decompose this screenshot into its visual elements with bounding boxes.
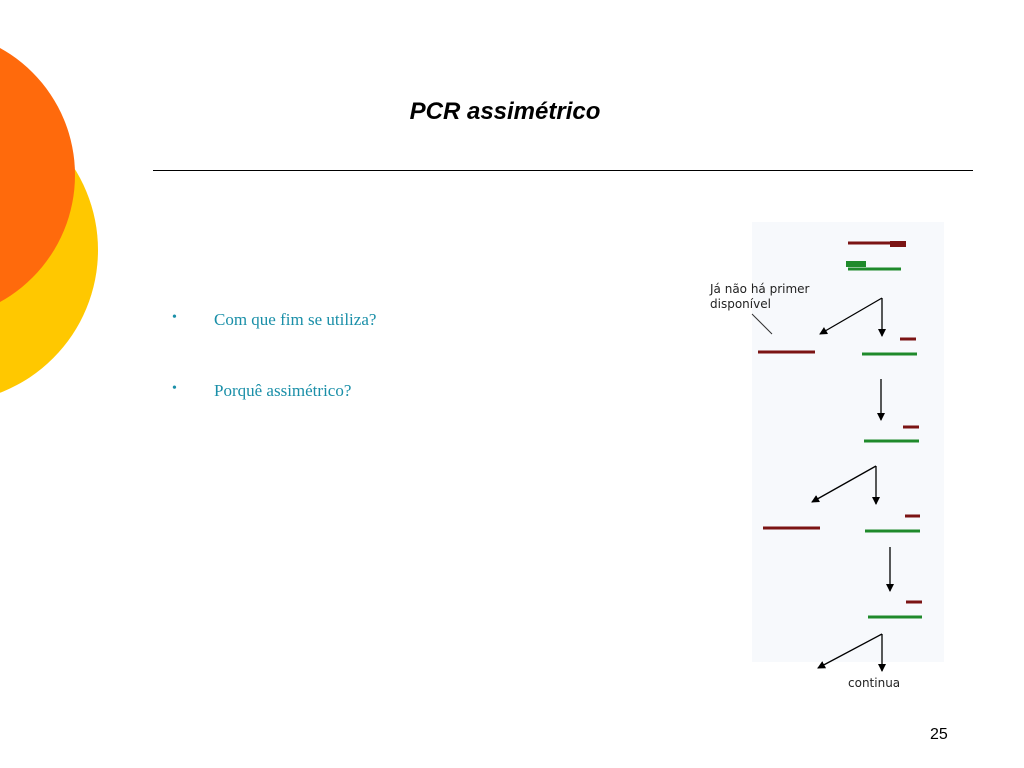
- slide-title: PCR assimétrico: [409, 98, 601, 125]
- annotation-label: disponível: [710, 297, 771, 311]
- continue-label: continua: [848, 676, 900, 690]
- orange-circle: [0, 48, 75, 302]
- bullet-text: Porquê assimétrico?: [214, 381, 352, 400]
- bullet-dot-icon: •: [172, 381, 177, 396]
- title-divider: [153, 170, 973, 171]
- split-arrows: [811, 465, 880, 505]
- bullet-dot-icon: •: [172, 310, 177, 325]
- strand-pair: [862, 337, 917, 356]
- strand-pair: [865, 514, 920, 533]
- annotation-pointer: [751, 313, 773, 335]
- strand-pair: [864, 425, 919, 443]
- bullet-item: • Com que fim se utiliza?: [172, 310, 376, 381]
- bullet-text: Com que fim se utiliza?: [214, 310, 377, 329]
- decorative-circles: [0, 48, 98, 393]
- split-arrows: [819, 297, 886, 337]
- bullet-list: • Com que fim se utiliza? • Porquê assim…: [172, 310, 376, 452]
- strand-pair: [868, 600, 922, 619]
- split-arrows: [817, 633, 886, 672]
- bullet-item: • Porquê assimétrico?: [172, 381, 376, 452]
- page-number: 25: [930, 726, 948, 743]
- annotation-label: Já não há primer: [709, 282, 810, 296]
- strand-pair-top: [846, 241, 906, 271]
- asymmetric-pcr-diagram: Já não há primer disponível continua: [709, 222, 944, 690]
